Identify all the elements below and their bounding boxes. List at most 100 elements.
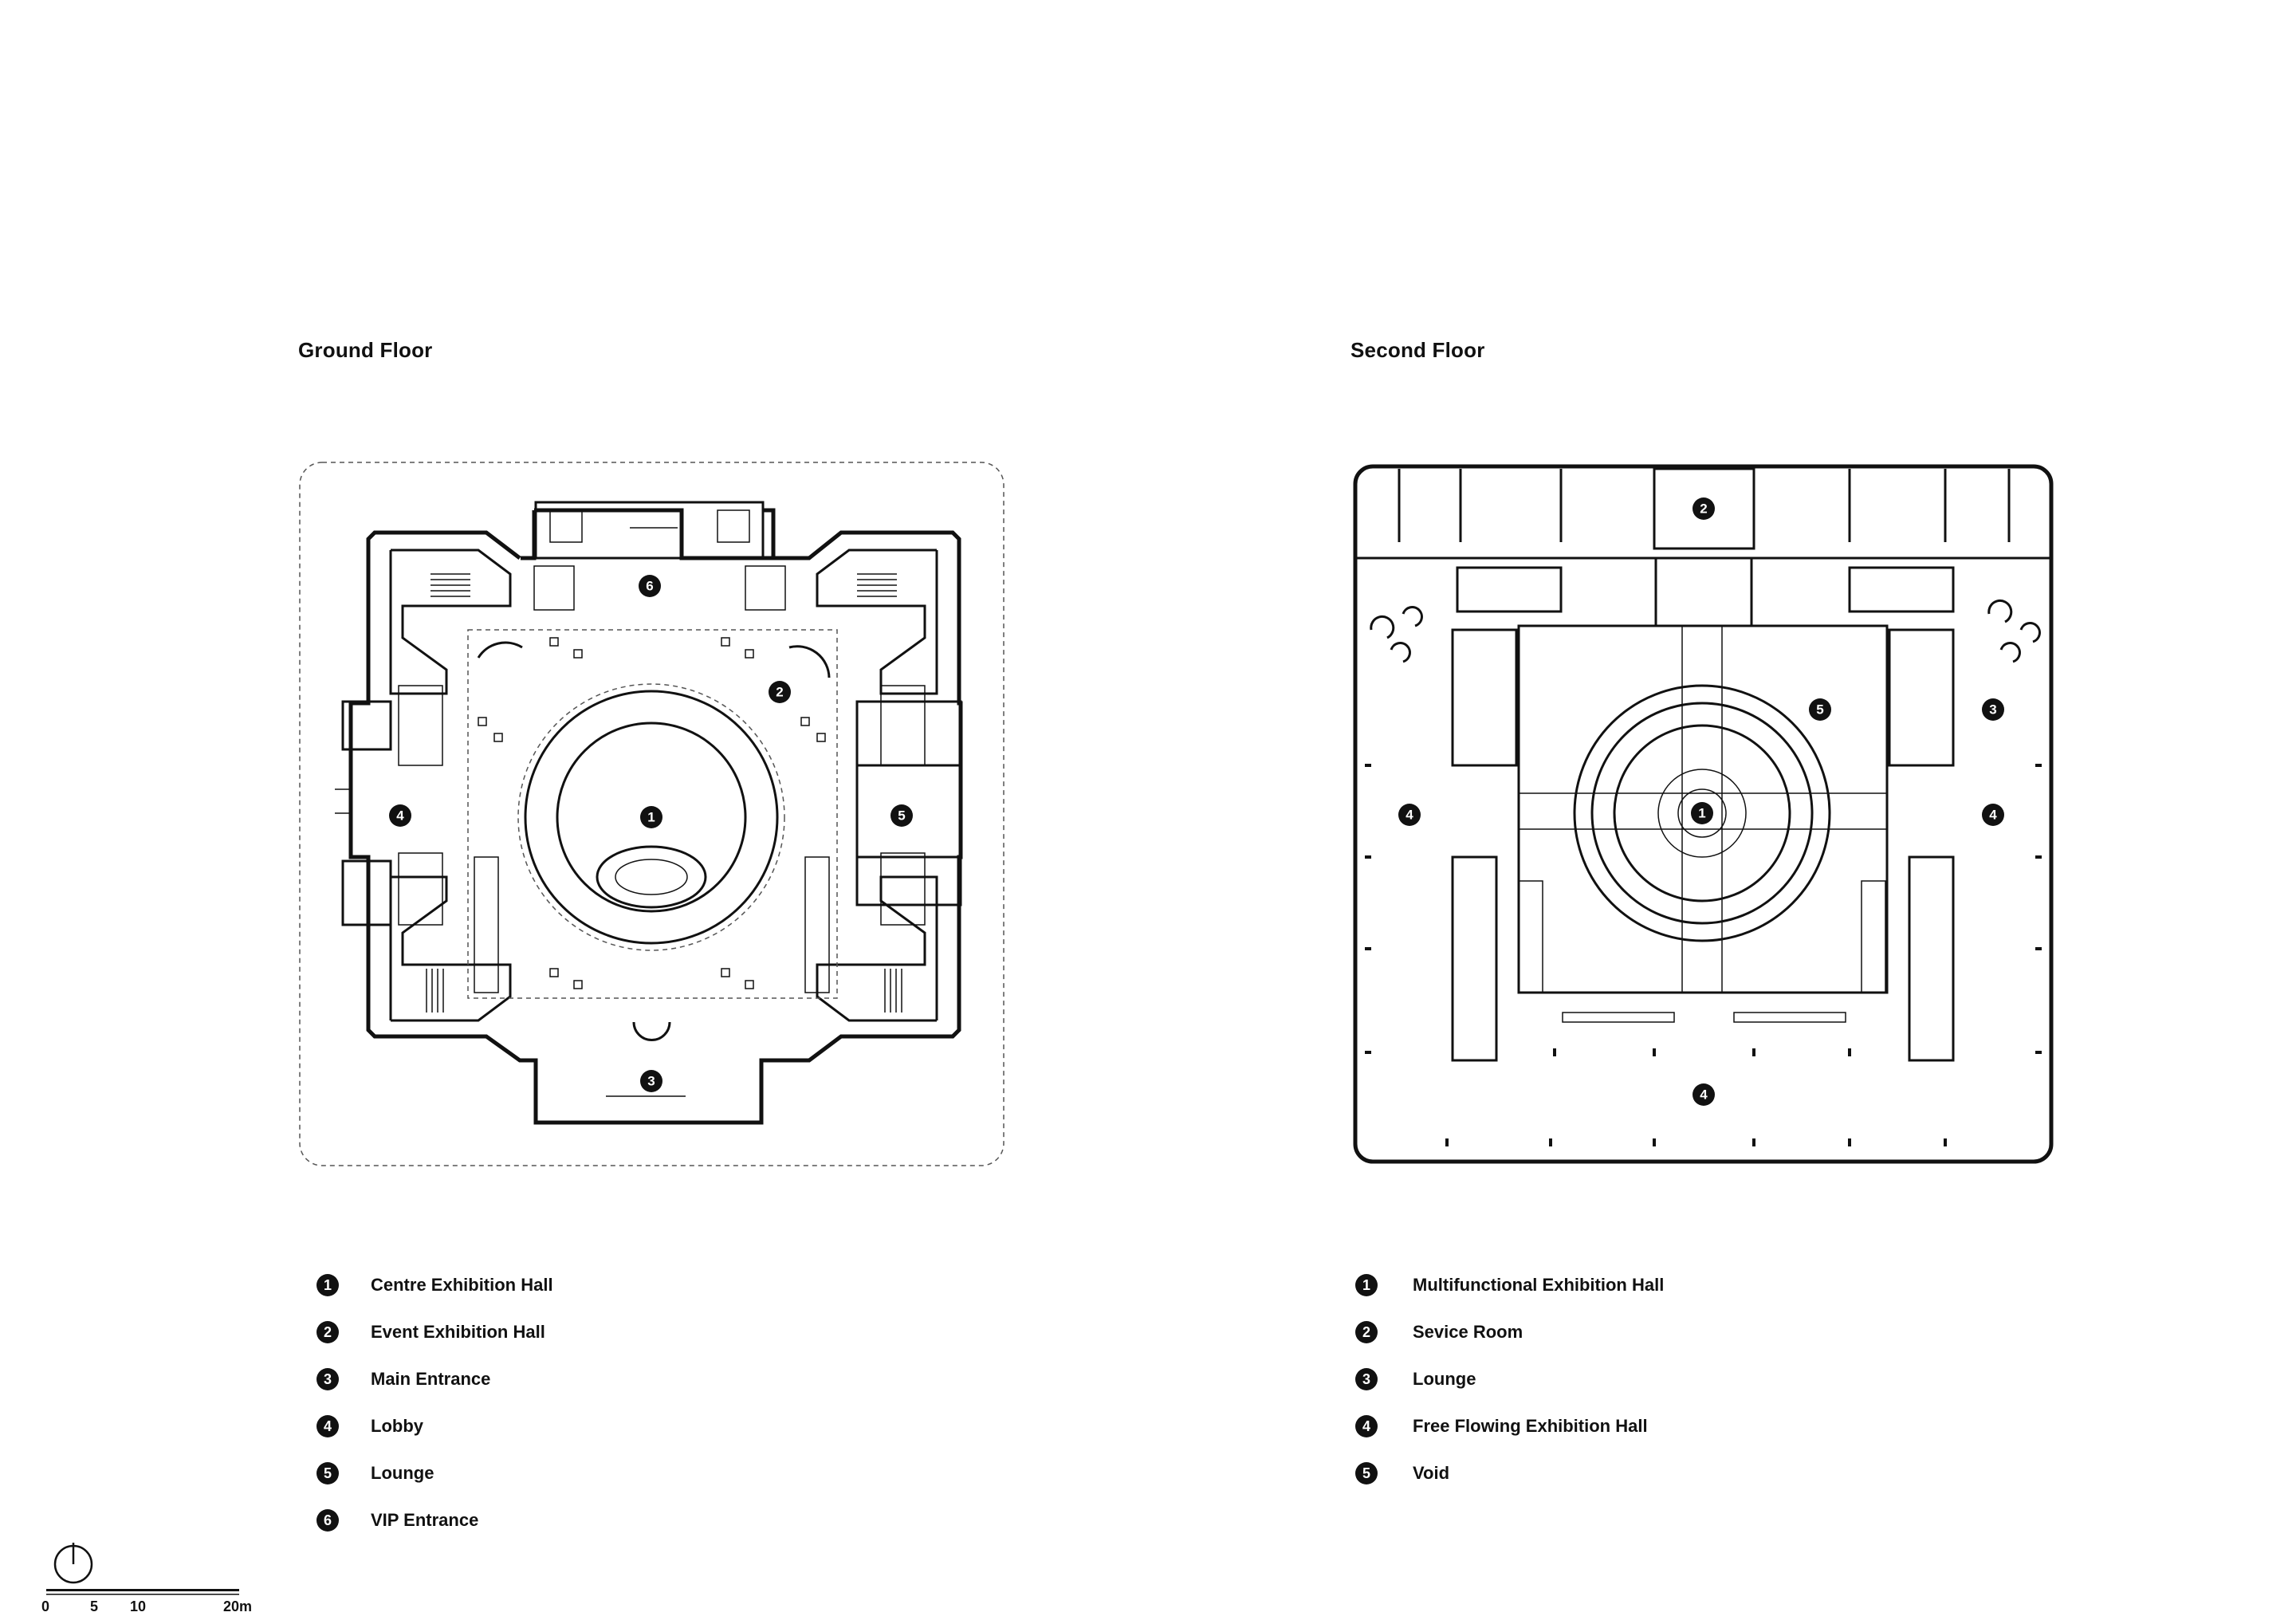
ring-inner-wall (1590, 702, 1814, 925)
scale-tick-20m: 20m (223, 1598, 253, 1614)
svg-text:2: 2 (776, 685, 783, 700)
perimeter-columns (1365, 764, 2042, 1146)
service-rooms (1398, 467, 2011, 550)
east-room-bottom (855, 855, 962, 906)
second-markers: 1 2 3 4 4 4 5 (1398, 497, 2004, 1106)
legend-label: Void (1413, 1463, 1450, 1483)
legend-item: 1 Centre Exhibition Hall (316, 1272, 553, 1298)
legend-item: 1 Multifunctional Exhibition Hall (1355, 1272, 1664, 1298)
legend-number-badge: 2 (1355, 1321, 1378, 1343)
core-ne (1848, 566, 1955, 613)
lounge-seats (1370, 599, 2041, 663)
west-room-top (341, 700, 392, 751)
legend-number-badge: 4 (316, 1415, 339, 1437)
legend-label: Centre Exhibition Hall (371, 1275, 553, 1295)
legend-number-badge: 5 (1355, 1462, 1378, 1484)
stair-sw (1451, 855, 1498, 1062)
legend-label: Sevice Room (1413, 1322, 1523, 1342)
stair-treads (426, 573, 902, 1013)
legend-number-badge: 6 (316, 1509, 339, 1532)
vip-block (534, 501, 765, 560)
west-room-bottom (341, 859, 392, 926)
second-floor-plan: 1 2 3 4 4 4 5 (1353, 464, 2054, 1164)
elevator-nw (533, 565, 575, 611)
legend-label: VIP Entrance (371, 1510, 479, 1530)
scale-tick-0: 0 (41, 1598, 50, 1614)
seating-inner (615, 859, 688, 895)
svg-text:4: 4 (1406, 808, 1413, 823)
ground-floor-title: Ground Floor (298, 338, 433, 362)
toilets-e (1888, 628, 1955, 767)
legend-label: Main Entrance (371, 1369, 491, 1389)
legend-label: Lobby (371, 1416, 423, 1436)
vip-room-left (549, 509, 583, 543)
hall-outer-ring (517, 683, 785, 951)
bridge-ew (1518, 792, 1888, 830)
svg-text:1: 1 (647, 810, 655, 825)
ramp-east (804, 856, 830, 993)
legend-label: Lounge (1413, 1369, 1476, 1389)
se-stair-core (816, 875, 938, 1022)
legend-item: 3 Main Entrance (316, 1366, 490, 1392)
toilet-blocks (398, 685, 926, 926)
curve-nw (477, 641, 523, 659)
scale-bar (46, 1589, 239, 1591)
seating-centre (1677, 788, 1727, 838)
svg-text:4: 4 (1700, 1087, 1708, 1103)
ramp-west (474, 856, 499, 993)
svg-text:5: 5 (898, 808, 905, 824)
legend-number-badge: 5 (316, 1462, 339, 1484)
seating-ring (1657, 769, 1747, 858)
tables (1562, 1012, 1846, 1023)
legend-number-badge: 2 (316, 1321, 339, 1343)
svg-text:3: 3 (647, 1074, 655, 1089)
legend-item: 2 Sevice Room (1355, 1319, 1523, 1345)
centre-hall (556, 722, 747, 913)
outer-ring (1573, 684, 1831, 942)
svg-text:4: 4 (1989, 808, 1997, 823)
core-nw (1456, 566, 1563, 613)
exhibition-square (467, 629, 838, 999)
svg-text:4: 4 (396, 808, 404, 824)
multifunctional-hall (1613, 724, 1791, 902)
scale-bar-lower (46, 1594, 239, 1595)
columns (478, 637, 826, 989)
second-floor-title: Second Floor (1350, 338, 1485, 362)
ne-stair-core (816, 549, 938, 695)
legend-item: 5 Lounge (316, 1461, 434, 1486)
ground-floor-plan: 1 2 3 4 5 6 (299, 462, 1005, 1166)
legend-number-badge: 3 (316, 1368, 339, 1390)
legend-label: Lounge (371, 1463, 434, 1483)
hall-wall (524, 690, 779, 945)
svg-text:6: 6 (646, 579, 653, 594)
nw-stair-core (389, 549, 512, 695)
legend-label: Multifunctional Exhibition Hall (1413, 1275, 1665, 1295)
scale-tick-5: 5 (90, 1598, 99, 1614)
seating-area (596, 845, 707, 909)
legend-label: Free Flowing Exhibition Hall (1413, 1416, 1648, 1436)
legend-item: 4 Free Flowing Exhibition Hall (1355, 1414, 1648, 1439)
stair-se (1908, 855, 1955, 1062)
door-marks (335, 527, 686, 1097)
legend-number-badge: 1 (1355, 1274, 1378, 1296)
toilets-w (1451, 628, 1518, 767)
legend-number-badge: 1 (316, 1274, 339, 1296)
svg-text:5: 5 (1816, 702, 1823, 718)
bridge-ns (1681, 625, 1723, 993)
legend-number-badge: 4 (1355, 1415, 1378, 1437)
legend-item: 4 Lobby (316, 1414, 423, 1439)
vip-room-right (717, 509, 750, 543)
entrance-curve (632, 1021, 671, 1041)
legend-label: Event Exhibition Hall (371, 1322, 545, 1342)
legend-item: 2 Event Exhibition Hall (316, 1319, 545, 1345)
legend-number-badge: 3 (1355, 1368, 1378, 1390)
sw-stair-core (389, 875, 512, 1022)
ground-markers: 1 2 3 4 5 6 (389, 575, 913, 1092)
floor-slab (1353, 464, 2054, 1164)
scale-tick-10: 10 (130, 1598, 147, 1614)
elevator-ne (745, 565, 786, 611)
legend-item: 3 Lounge (1355, 1366, 1476, 1392)
svg-text:2: 2 (1700, 501, 1707, 517)
